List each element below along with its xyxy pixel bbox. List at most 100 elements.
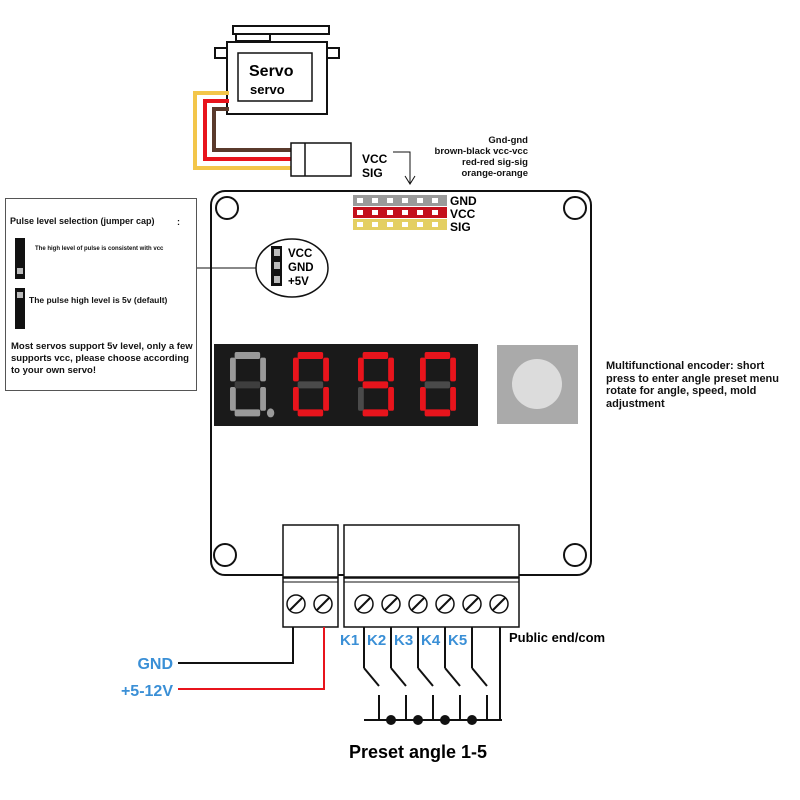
header-pin [432, 198, 438, 203]
digit-segment [424, 409, 451, 417]
header-pin [357, 222, 363, 227]
junction-dot [413, 715, 423, 725]
digit-segment [234, 381, 261, 389]
key-terminal [343, 524, 520, 628]
digit-segment [293, 387, 299, 411]
header-pin [417, 210, 423, 215]
header-pin [417, 222, 423, 227]
key-switch-icon [363, 627, 380, 720]
signal-wire [193, 91, 292, 170]
digit-segment [420, 357, 426, 382]
header-gnd-label: GND [450, 194, 477, 208]
digit-segment [358, 387, 364, 411]
jumper-5v-label: +5V [288, 276, 309, 288]
jumper-vcc-label: VCC [288, 248, 312, 260]
digit-segment [450, 387, 456, 411]
junction-dot [440, 715, 450, 725]
rotary-encoder [497, 345, 578, 424]
mount-hole-icon [213, 543, 237, 567]
pulse-level-info-box: Pulse level selection (jumper cap) : The… [5, 198, 197, 391]
header-pin [357, 210, 363, 215]
info-title: Pulse level selection (jumper cap) [10, 216, 155, 226]
header-pin [387, 222, 393, 227]
header-pin [372, 198, 378, 203]
key-switch-icon [417, 627, 434, 720]
key-switch-icon [471, 627, 488, 720]
info-option-vcc: The high level of pulse is consistent wi… [35, 246, 164, 252]
servo-motor: Servo servo [214, 25, 340, 115]
digit-segment [424, 352, 451, 359]
digit-segment [420, 387, 426, 411]
header-pin [402, 210, 408, 215]
key-label: K3 [394, 632, 413, 649]
digit-segment [297, 352, 324, 359]
common-label: Public end/com [509, 630, 605, 645]
pin-map-line: red-red sig-sig [462, 157, 528, 168]
servo-header: GND VCC SIG [353, 194, 477, 234]
digit-segment [388, 357, 394, 382]
display-digit [420, 352, 456, 417]
key-label: K2 [367, 632, 386, 649]
servo-connector: VCC SIG [290, 142, 388, 180]
digit-segment [230, 387, 236, 411]
key-label: K5 [448, 632, 467, 649]
header-pin [432, 222, 438, 227]
key-switch-network [363, 627, 502, 725]
digit-segment [293, 357, 299, 382]
encoder-knob-icon [512, 359, 562, 409]
display-digit [293, 352, 329, 417]
jumper-vcc-position-icon [15, 238, 25, 279]
key-switch-icon [390, 627, 407, 720]
header-pin [432, 210, 438, 215]
pin-map-line: Gnd-gnd [488, 135, 528, 146]
digit-segment [323, 357, 329, 382]
header-pin [402, 222, 408, 227]
jumper-5v-position-icon [15, 288, 25, 329]
header-pin [387, 198, 393, 203]
header-pin [402, 198, 408, 203]
header-pin [387, 210, 393, 215]
key-switch-icon [444, 627, 461, 720]
digit-segment [297, 409, 324, 417]
digit-segment [234, 352, 261, 359]
encoder-note: Multifunctional encoder: short press to … [606, 360, 779, 410]
digit-segment [358, 357, 364, 382]
vcc-wire [203, 99, 292, 161]
vin-supply-wire [178, 627, 325, 690]
power-gnd-label: GND [137, 656, 173, 673]
seven-segment-display [214, 344, 478, 426]
servo-wires [193, 91, 292, 170]
header-pin [372, 222, 378, 227]
digit-segment [450, 357, 456, 382]
digit-segment [323, 387, 329, 411]
power-vin-label: +5-12V [121, 683, 173, 700]
pin-map-line: orange-orange [461, 168, 528, 179]
digit-segment [388, 387, 394, 411]
pin-map-line: brown-black vcc-vcc [434, 146, 528, 157]
header-vcc-label: VCC [450, 207, 476, 221]
header-pin [417, 198, 423, 203]
key-label: K1 [340, 632, 359, 649]
jumper-gnd-label: GND [288, 262, 314, 274]
digit-segment [234, 409, 261, 417]
digit-segment [297, 381, 324, 389]
info-note: Most servos support 5v level, only a few… [11, 341, 193, 376]
junction-dot [386, 715, 396, 725]
header-pin [357, 198, 363, 203]
arrow-head-icon [404, 175, 416, 185]
digit-segment [230, 357, 236, 382]
info-colon: : [177, 217, 180, 227]
digit-segment [362, 381, 389, 389]
key-labels: K1 K2 K3 K4 K5 [340, 632, 467, 649]
gnd-wire [212, 107, 292, 152]
mount-hole-icon [563, 196, 587, 220]
connector-sig-label: SIG [362, 166, 383, 180]
connector-arrow [393, 151, 411, 183]
footer-caption: Preset angle 1-5 [349, 742, 487, 762]
info-option-5v: The pulse high level is 5v (default) [29, 295, 168, 305]
key-label: K4 [421, 632, 441, 649]
junction-dot [467, 715, 477, 725]
pin-map-legend: Gnd-gnd brown-black vcc-vcc red-red sig-… [420, 135, 528, 179]
servo-sublabel: servo [250, 82, 285, 97]
